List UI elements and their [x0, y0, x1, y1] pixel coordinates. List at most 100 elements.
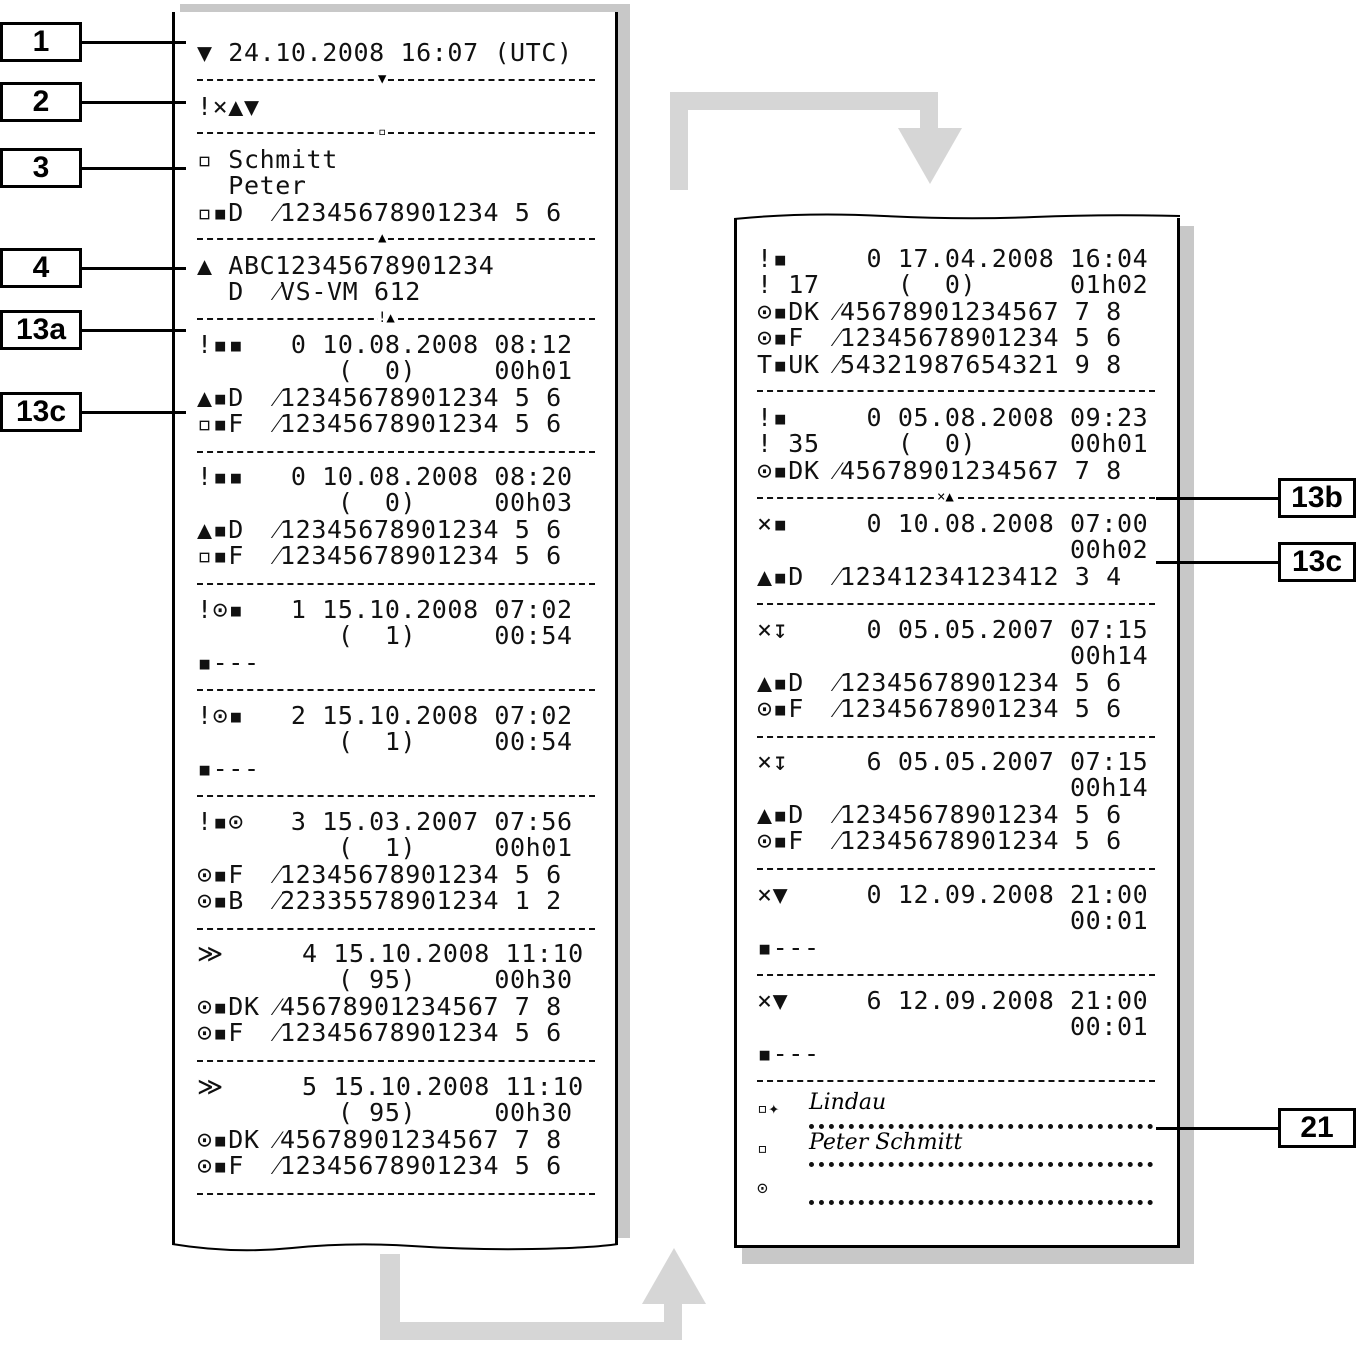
print-line: ( 1) 00:54: [197, 621, 573, 650]
flow-arrow-top-vertical-right: [920, 92, 938, 132]
place-icon: ▫✦: [757, 1098, 780, 1119]
print-line: ! 17 ( 0) 01h02: [757, 270, 1149, 299]
print-line: ( 0) 00h01: [197, 356, 573, 385]
print-line: !▪▪ 0 10.08.2008 08:20: [197, 462, 573, 491]
driver-dotted-line: [809, 1162, 1153, 1167]
printout-strip-left: ▼ 24.10.2008 16:07 (UTC) ▼ !×▲▼ ▫ ▫ Schm…: [172, 12, 618, 1254]
print-line: ⊙▪DK ⁄45678901234567 7 8: [197, 992, 562, 1021]
print-line: ×▼ 0 12.09.2008 21:00: [757, 880, 1149, 909]
print-line: ×↧ 0 05.05.2007 07:15: [757, 615, 1149, 644]
print-line: Peter: [197, 171, 307, 200]
print-line: !▪▪ 0 10.08.2008 08:12: [197, 330, 573, 359]
print-line: 00h02: [757, 535, 1149, 564]
separator-line: [197, 689, 595, 691]
separator-symbol: !▲: [378, 310, 395, 326]
print-line: ▪---: [197, 648, 260, 677]
place-dotted-line: [809, 1124, 1153, 1129]
print-line: 00h14: [757, 773, 1149, 802]
print-line: ⊙▪DK ⁄45678901234567 7 8: [197, 1125, 562, 1154]
separator-symbol: ▫: [378, 124, 387, 140]
print-line: 00h14: [757, 641, 1149, 670]
callout-leader: [82, 267, 186, 270]
print-line: !×▲▼: [197, 92, 260, 121]
callout-3: 3: [0, 148, 82, 188]
flow-arrow-top-horizontal: [670, 92, 938, 110]
print-line: ⊙▪F ⁄12345678901234 5 6: [197, 1151, 562, 1180]
callout-leader: [82, 411, 186, 414]
print-line: ▲▪D ⁄12345678901234 5 6: [197, 515, 562, 544]
print-line: ( 0) 00h03: [197, 488, 573, 517]
print-line: ⊙▪F ⁄12345678901234 5 6: [757, 694, 1122, 723]
separator-line: [197, 238, 595, 240]
callout-13a: 13a: [0, 310, 82, 350]
print-line: ▲▪D ⁄12341234123412 3 4: [757, 562, 1122, 591]
torn-edge-bottom: [172, 1243, 618, 1254]
separator-line: [197, 132, 595, 134]
place-signature: Lindau: [809, 1090, 887, 1115]
driver-icon: ▫: [757, 1138, 769, 1159]
callout-leader: [1156, 497, 1278, 500]
print-line: ( 1) 00h01: [197, 833, 573, 862]
separator-line: [197, 583, 595, 585]
separator-line: [197, 318, 595, 320]
print-line: ▪---: [757, 933, 820, 962]
control-dotted-line: [809, 1200, 1153, 1205]
flow-arrow-top-vertical-left: [670, 92, 688, 190]
print-line: !⊙▪ 1 15.10.2008 07:02: [197, 595, 573, 624]
print-line: !▪ 0 05.08.2008 09:23: [757, 403, 1149, 432]
separator-line: [197, 1060, 595, 1062]
callout-13c-left: 13c: [0, 392, 82, 432]
callout-leader: [82, 41, 186, 44]
separator-symbol: ×▲: [937, 489, 954, 505]
separator-line: [757, 974, 1155, 976]
separator-line: [757, 736, 1155, 738]
print-line: ×▼ 6 12.09.2008 21:00: [757, 986, 1149, 1015]
callout-leader: [1156, 561, 1278, 564]
separator-line: [197, 795, 595, 797]
print-line: ⊙▪F ⁄12345678901234 5 6: [197, 860, 562, 889]
print-line: ⊙▪B ⁄22335578901234 1 2: [197, 886, 562, 915]
separator-line: [757, 868, 1155, 870]
separator-line: [757, 603, 1155, 605]
print-line: ▫ Schmitt: [197, 145, 338, 174]
separator-line: [197, 79, 595, 81]
print-line: ( 95) 00h30: [197, 965, 573, 994]
separator-line: [757, 1080, 1155, 1082]
callout-leader: [82, 101, 186, 104]
print-line: ! 35 ( 0) 00h01: [757, 429, 1149, 458]
print-line: ⊙▪DK ⁄45678901234567 7 8: [757, 297, 1122, 326]
print-line: ⊙▪F ⁄12345678901234 5 6: [197, 1018, 562, 1047]
print-line: ⊙▪DK ⁄45678901234567 7 8: [757, 456, 1122, 485]
callout-13c-right: 13c: [1278, 542, 1356, 582]
print-line: ▫▪F ⁄12345678901234 5 6: [197, 541, 562, 570]
callout-1: 1: [0, 22, 82, 62]
print-line: ▫▪D ⁄12345678901234 5 6: [197, 198, 562, 227]
separator-line: [197, 1193, 595, 1195]
print-line: ▲▪D ⁄12345678901234 5 6: [757, 668, 1122, 697]
print-line: ≫ 4 15.10.2008 11:10: [197, 939, 584, 968]
callout-2: 2: [0, 82, 82, 122]
print-line: ▪---: [197, 754, 260, 783]
print-line: ⊙▪F ⁄12345678901234 5 6: [757, 826, 1122, 855]
print-line: 00:01: [757, 906, 1149, 935]
print-line: ×↧ 6 05.05.2007 07:15: [757, 747, 1149, 776]
print-line: T▪UK ⁄54321987654321 9 8: [757, 350, 1122, 379]
flow-arrow-bottom-head-icon: [642, 1248, 706, 1304]
flow-arrow-bottom-vertical-left: [380, 1248, 400, 1340]
print-line: ×▪ 0 10.08.2008 07:00: [757, 509, 1149, 538]
print-line: ▲▪D ⁄12345678901234 5 6: [757, 800, 1122, 829]
separator-line: [757, 390, 1155, 392]
print-line: !▪ 0 17.04.2008 16:04: [757, 244, 1149, 273]
print-line: !⊙▪ 2 15.10.2008 07:02: [197, 701, 573, 730]
callout-leader: [1156, 1127, 1278, 1130]
print-line: ≫ 5 15.10.2008 11:10: [197, 1072, 584, 1101]
print-line: ▲▪D ⁄12345678901234 5 6: [197, 383, 562, 412]
torn-edge-top: [734, 210, 1180, 221]
print-line: D ⁄VS-VM 612: [197, 277, 421, 306]
separator-line: [197, 928, 595, 930]
print-line: ⊙▪F ⁄12345678901234 5 6: [757, 323, 1122, 352]
callout-21: 21: [1278, 1108, 1356, 1148]
separator-line: [197, 451, 595, 453]
callout-leader: [82, 167, 186, 170]
separator-symbol: ▲: [378, 230, 387, 246]
